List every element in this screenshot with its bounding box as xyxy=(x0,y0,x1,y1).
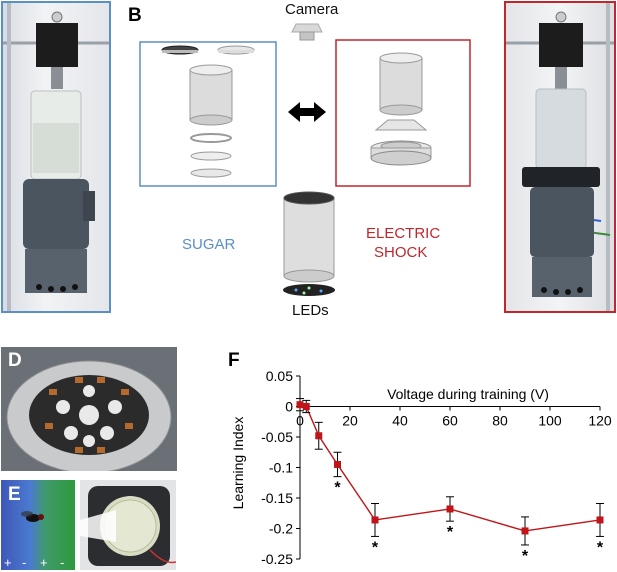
sugar-label: SUGAR xyxy=(182,236,236,253)
electric-shock-label-line2: SHOCK xyxy=(374,244,428,261)
data-point xyxy=(302,403,310,410)
significance-star: * xyxy=(522,548,529,565)
series-line xyxy=(299,403,601,532)
shock-apparatus-illustration xyxy=(506,3,614,311)
y-tick-label: 0.05 xyxy=(266,368,293,384)
led-cylinder xyxy=(283,191,335,283)
y-tick-label: -0.15 xyxy=(261,490,293,506)
data-point xyxy=(446,505,454,513)
x-tick-label: 80 xyxy=(492,413,508,429)
data-point xyxy=(521,527,529,535)
shock-box xyxy=(335,39,471,187)
panel-e-photo-electrode-grid xyxy=(80,480,176,570)
shock-cylinder xyxy=(379,52,423,116)
data-point xyxy=(371,516,379,524)
fly-illustration xyxy=(21,511,44,522)
panel-label-b: B xyxy=(128,5,142,26)
electric-shock-label-line1: ELECTRIC xyxy=(366,225,441,242)
x-tick-label: 20 xyxy=(342,413,358,429)
sugar-ring-2 xyxy=(190,151,232,161)
sugar-cylinder xyxy=(189,64,233,126)
panel-c-photo-shock-apparatus xyxy=(504,1,616,313)
data-point xyxy=(296,401,304,409)
sugar-ring-3 xyxy=(190,168,232,178)
electrode-grid-illustration xyxy=(80,486,176,566)
x-tick-label: 0 xyxy=(296,413,304,429)
polarity-mark-2: - xyxy=(22,555,27,570)
panel-label-d: D xyxy=(8,350,22,371)
data-point xyxy=(315,432,323,440)
data-point xyxy=(334,460,341,468)
led-board-illustration xyxy=(1,347,177,471)
panel-d-photo-led-board xyxy=(1,347,177,471)
x-tick-label: 60 xyxy=(442,413,458,429)
panel-label-f: F xyxy=(228,350,240,371)
leds-label: LEDs xyxy=(292,302,329,319)
panel-label-e: E xyxy=(8,484,21,505)
shock-funnel xyxy=(374,119,428,131)
significance-star: * xyxy=(597,539,604,556)
data-point xyxy=(596,516,604,524)
camera-label: Camera xyxy=(285,1,339,18)
y-tick-label: -0.05 xyxy=(261,429,293,445)
x-tick-label: 120 xyxy=(588,413,612,429)
significance-star: * xyxy=(372,539,379,556)
apparatus-exploded-diagram xyxy=(139,23,471,296)
led-board xyxy=(283,284,335,296)
panel-e-photo-fly-on-grid xyxy=(1,480,75,570)
x-tick-label: 100 xyxy=(538,413,562,429)
significance-star: * xyxy=(447,524,454,541)
sugar-box xyxy=(139,41,277,187)
significance-star: * xyxy=(334,480,341,497)
x-tick-label: 40 xyxy=(392,413,408,429)
sugar-light-disc xyxy=(217,45,255,55)
y-axis-label: Learning Index xyxy=(230,417,246,510)
shock-electrode-ring xyxy=(370,140,432,166)
polarity-mark-4: - xyxy=(60,555,65,570)
polarity-mark-3: + xyxy=(40,555,48,570)
polarity-mark-1: + xyxy=(4,555,12,570)
sugar-ring-1 xyxy=(190,133,232,143)
double-arrow-icon xyxy=(288,102,326,122)
y-tick-label: -0.25 xyxy=(261,551,293,567)
sugar-apparatus-illustration xyxy=(3,3,109,311)
y-tick-label: -0.1 xyxy=(269,460,293,476)
panel-a-photo-sugar-apparatus xyxy=(1,1,111,313)
sugar-dark-disc xyxy=(161,45,199,55)
y-tick-label: -0.2 xyxy=(269,521,293,537)
y-tick-label: 0 xyxy=(285,399,293,415)
x-axis-label: Voltage during training (V) xyxy=(387,386,549,402)
camera-icon xyxy=(291,23,323,41)
